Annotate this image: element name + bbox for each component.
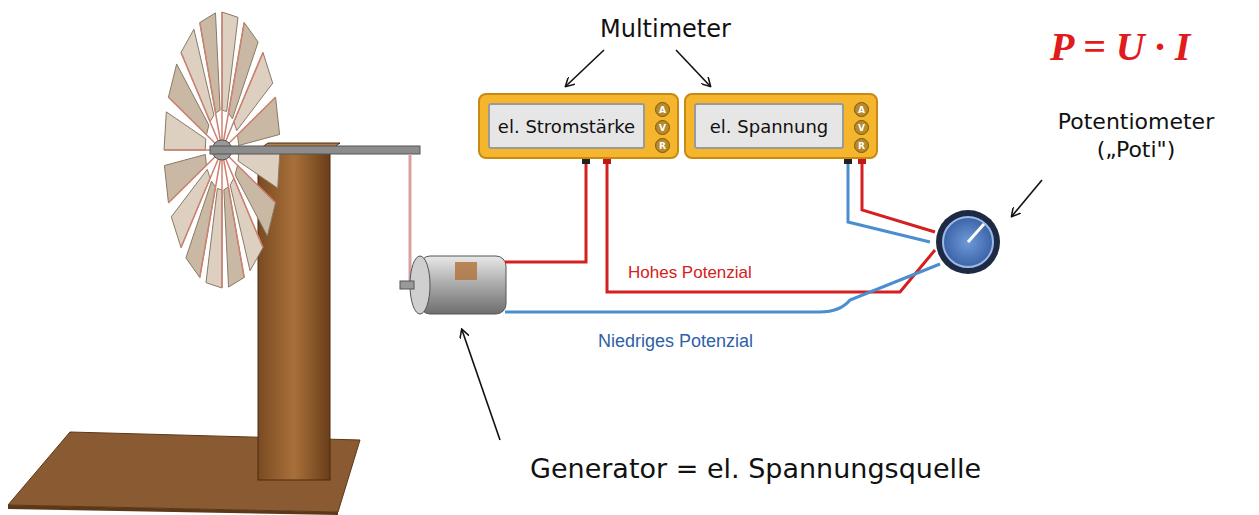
- red-wire: [505, 162, 586, 262]
- wheel-blade: [164, 154, 206, 202]
- annotation-label: Niedriges Potenzial: [598, 330, 753, 353]
- button-letter: V: [659, 123, 666, 133]
- wheel-blade: [224, 187, 244, 287]
- annotation-label: Multimeter: [600, 14, 731, 44]
- potentiometer-ring: [936, 210, 1000, 274]
- annotation-label: P = U · I: [1050, 22, 1190, 72]
- wheel-spoke: [222, 97, 276, 150]
- wires: [505, 162, 940, 312]
- button-letter: V: [858, 123, 865, 133]
- leader-lines: [462, 50, 1042, 440]
- multimeter: el. Stromstärke AVR: [478, 93, 679, 159]
- meter-button: A: [854, 102, 869, 117]
- button-letter: R: [659, 141, 666, 151]
- leader-arrow: [676, 50, 710, 86]
- knob-marker: [968, 224, 984, 242]
- drive-string: [409, 154, 412, 282]
- multimeter: el. Spannung AVR: [684, 93, 878, 159]
- display-text: el. Stromstärke: [488, 103, 645, 149]
- red-wire: [862, 162, 935, 232]
- leader-arrow: [1012, 180, 1042, 216]
- meter-button: V: [655, 120, 670, 135]
- wheel-spoke: [200, 23, 222, 150]
- annotation-label: Hohes Potenzial: [628, 262, 752, 283]
- wheel-blade: [200, 13, 220, 113]
- annotation-label: Generator = el. Spannungsquelle: [530, 452, 981, 486]
- wheel-spoke: [221, 12, 223, 150]
- blue-wire: [848, 162, 930, 242]
- generator-shaft: [400, 281, 414, 289]
- leader-arrow: [462, 330, 500, 440]
- annotation-label: Potentiometer („Poti"): [1046, 108, 1226, 163]
- base-edge: [8, 505, 338, 515]
- button-letter: A: [858, 105, 865, 115]
- display-text: el. Spannung: [694, 103, 844, 149]
- wheel-spoke: [221, 150, 223, 288]
- red-wire: [607, 162, 935, 292]
- meter-button: R: [655, 138, 670, 153]
- wheel-spoke: [222, 150, 244, 277]
- wheel-spoke: [168, 150, 222, 203]
- button-letter: R: [858, 141, 865, 151]
- meter-button: A: [655, 102, 670, 117]
- button-letter: A: [659, 105, 666, 115]
- meter-button: V: [854, 120, 869, 135]
- axle: [210, 146, 420, 154]
- leader-arrow: [566, 50, 604, 86]
- generator-body: [420, 256, 506, 314]
- potentiometer-knob: [943, 217, 993, 267]
- wheel-blade: [238, 97, 280, 145]
- generator-window: [455, 262, 477, 280]
- meter-button: R: [854, 138, 869, 153]
